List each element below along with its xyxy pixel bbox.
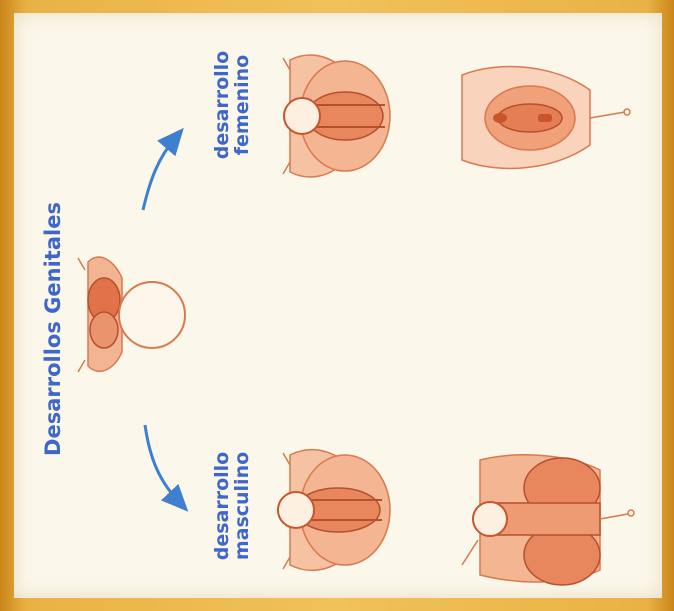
male-stage-1-illustration — [278, 450, 390, 571]
indifferent-stage-illustration — [78, 257, 185, 372]
arrow-to-female — [143, 137, 176, 210]
arrow-to-male — [145, 425, 180, 503]
female-stage-2-illustration — [462, 67, 630, 169]
female-stage-1-illustration — [283, 55, 390, 177]
male-stage-2-illustration — [462, 455, 634, 585]
